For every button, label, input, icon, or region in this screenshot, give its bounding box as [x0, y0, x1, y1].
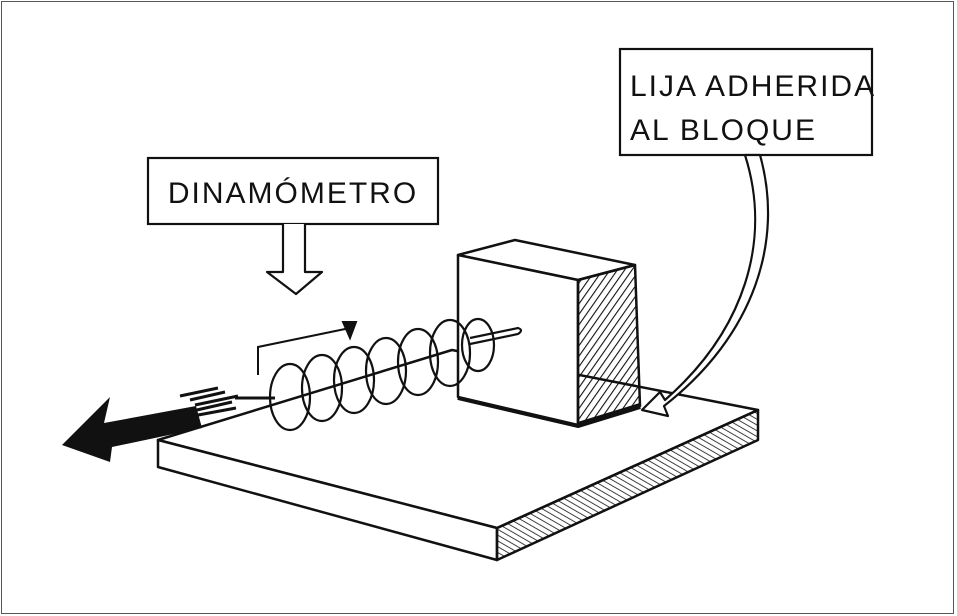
sandpaper-pointer-arrow [640, 153, 770, 418]
block [456, 238, 642, 428]
dynamometer-label-box [146, 156, 440, 226]
pull-arrowhead [62, 397, 202, 462]
dynamometer-callout: DINAMÓMETRO [146, 156, 440, 296]
sandpaper-label-box [618, 47, 874, 157]
pull-arrow [62, 386, 239, 462]
block-side-face [576, 263, 642, 427]
spring-hook [469, 326, 523, 346]
sandpaper-label-line1: LIJA ADHERIDA [630, 70, 876, 103]
board-side-face [495, 408, 760, 562]
sandpaper-callout: LIJA ADHERIDA AL BLOQUE [618, 47, 876, 418]
dynamometer-pointer-arrow [265, 224, 324, 296]
measurement-bracket [257, 321, 358, 375]
block-front-face [456, 253, 580, 427]
sandpaper-label-line2: AL BLOQUE [630, 114, 817, 147]
dynamometer-spring [235, 317, 523, 432]
dynamometer-label: DINAMÓMETRO [168, 177, 418, 210]
